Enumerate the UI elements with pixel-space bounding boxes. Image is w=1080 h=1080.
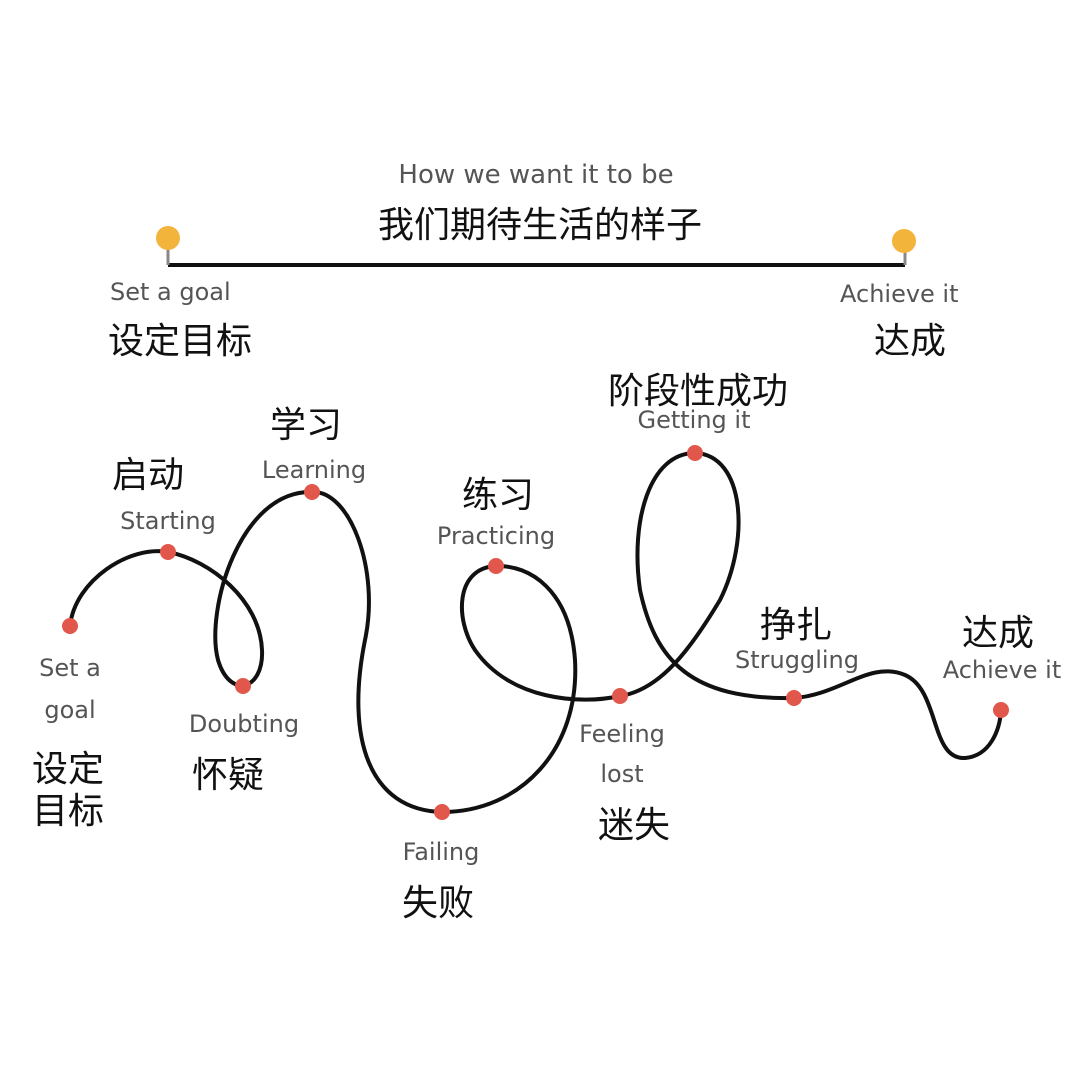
ideal-end-zh: 达成: [874, 321, 947, 362]
label-getting-it-en: Getting it: [637, 406, 751, 434]
label-practicing-en: Practicing: [436, 522, 556, 550]
label-struggling-en: Struggling: [735, 646, 859, 674]
label-getting-it-zh: 阶段性成功: [607, 371, 789, 412]
label-feeling-lost-en: Feeling: [579, 720, 665, 748]
label-set-goal-en2: goal: [44, 696, 96, 724]
ideal-start-dot: [156, 226, 180, 250]
label-feeling-lost-en2: lost: [600, 760, 644, 788]
label-failing-en: Failing: [402, 838, 480, 866]
label-starting-zh: 启动: [111, 455, 185, 496]
dot-doubting: [235, 678, 251, 694]
ideal-start-en: Set a goal: [110, 278, 231, 306]
label-practicing-zh: 练习: [461, 475, 535, 516]
dot-practicing: [488, 558, 504, 574]
label-learning-zh: 学习: [269, 405, 343, 446]
label-set-goal-en: Set a: [39, 654, 101, 682]
dot-struggling: [786, 690, 802, 706]
ideal-start-zh: 设定目标: [108, 321, 253, 362]
label-struggling-zh: 挣扎: [759, 605, 833, 646]
dot-feeling-lost: [612, 688, 628, 704]
label-set-goal-zh2: 目标: [31, 791, 105, 832]
header-title-en: How we want it to be: [398, 160, 674, 190]
ideal-end-en: Achieve it: [840, 280, 959, 308]
label-failing-zh: 失败: [401, 883, 475, 924]
ideal-end-dot: [892, 229, 916, 253]
label-feeling-lost-zh: 迷失: [597, 805, 671, 846]
label-achieve-it-zh: 达成: [961, 613, 1035, 654]
label-doubting-zh: 怀疑: [191, 755, 265, 796]
dot-getting-it: [687, 445, 703, 461]
dot-starting: [160, 544, 176, 560]
dot-learning: [304, 484, 320, 500]
label-doubting-en: Doubting: [188, 710, 300, 738]
dot-failing: [434, 804, 450, 820]
header-title-zh: 我们期待生活的样子: [377, 205, 703, 246]
reality-dots: [62, 445, 1009, 820]
dot-set-goal: [62, 618, 78, 634]
reality-winding-path: [68, 450, 1003, 815]
label-learning-en: Learning: [261, 456, 367, 484]
label-set-goal-zh: 设定: [31, 749, 105, 790]
label-starting-en: Starting: [120, 507, 216, 535]
label-achieve-it-en: Achieve it: [942, 656, 1062, 684]
dot-achieve-it: [993, 702, 1009, 718]
